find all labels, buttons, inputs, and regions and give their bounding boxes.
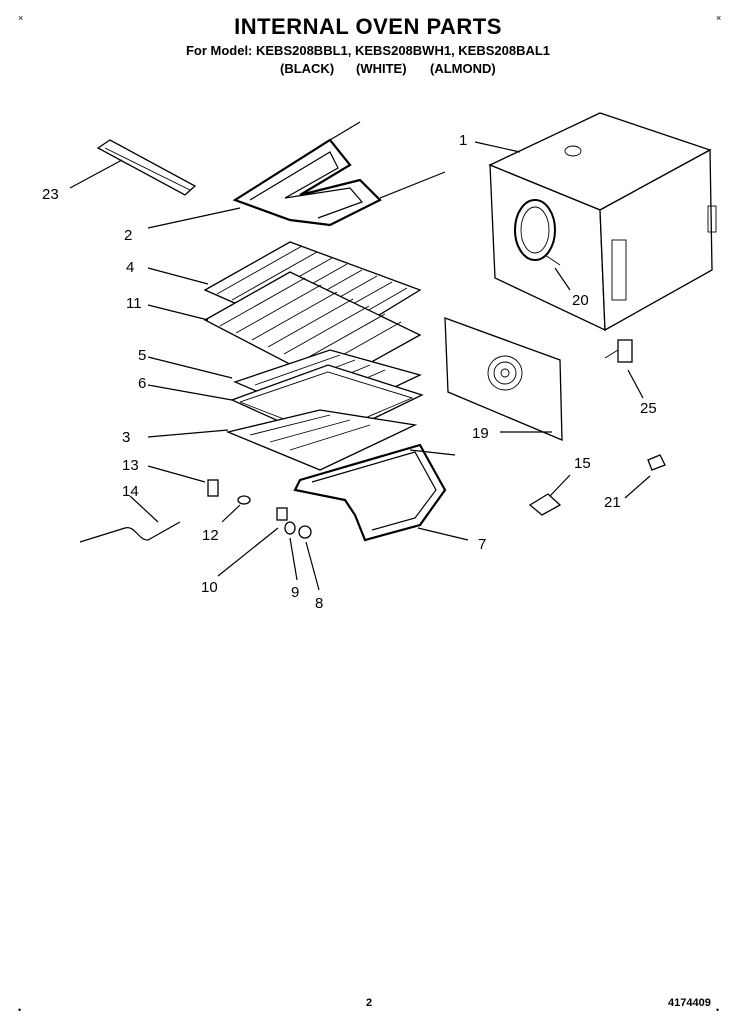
corner-mark-bottom-right: • bbox=[716, 1005, 720, 1015]
callout-numbers: 1 2 3 4 5 6 7 8 9 10 11 12 13 14 15 19 2… bbox=[42, 132, 657, 612]
small-part-21 bbox=[647, 454, 666, 471]
callout-10: 10 bbox=[201, 579, 218, 596]
callout-6: 6 bbox=[138, 375, 146, 392]
color-almond-label: (ALMOND) bbox=[430, 61, 496, 76]
callout-5: 5 bbox=[138, 347, 146, 364]
page-title: INTERNAL OVEN PARTS bbox=[234, 14, 502, 39]
callout-8: 8 bbox=[315, 595, 323, 612]
leader-lines bbox=[69, 141, 651, 591]
callout-2: 2 bbox=[124, 227, 132, 244]
callout-19: 19 bbox=[472, 425, 489, 442]
callout-15: 15 bbox=[574, 455, 591, 472]
bracket-strip-part bbox=[96, 139, 197, 196]
color-white-label: (WHITE) bbox=[356, 61, 407, 76]
callout-23: 23 bbox=[42, 186, 59, 203]
callout-20: 20 bbox=[572, 292, 589, 309]
page-number: 2 bbox=[366, 997, 373, 1009]
bottom-tray-part bbox=[225, 409, 418, 471]
small-part-25 bbox=[604, 339, 633, 363]
corner-mark-bottom-left: • bbox=[18, 1005, 22, 1015]
callout-1: 1 bbox=[459, 132, 467, 149]
model-list: For Model: KEBS208BBL1, KEBS208BWH1, KEB… bbox=[185, 43, 551, 58]
small-part-15 bbox=[528, 493, 562, 516]
small-part-9 bbox=[284, 521, 296, 535]
callout-13: 13 bbox=[122, 457, 139, 474]
callout-3: 3 bbox=[122, 429, 130, 446]
rear-fan-panel-part bbox=[444, 317, 563, 441]
callout-14: 14 bbox=[122, 483, 139, 500]
corner-mark-top-left: × bbox=[18, 13, 24, 23]
small-part-13 bbox=[207, 479, 219, 497]
lower-rack-part bbox=[203, 271, 422, 386]
oven-cavity-part bbox=[488, 112, 717, 332]
small-part-14 bbox=[79, 521, 181, 543]
callout-4: 4 bbox=[126, 259, 134, 276]
bake-element-part bbox=[293, 443, 456, 542]
callout-25: 25 bbox=[640, 400, 657, 417]
small-part-12 bbox=[237, 495, 251, 505]
corner-mark-top-right: × bbox=[716, 13, 722, 23]
small-part-8 bbox=[298, 525, 312, 539]
small-part-10 bbox=[276, 507, 288, 521]
callout-9: 9 bbox=[291, 584, 299, 601]
callout-12: 12 bbox=[202, 527, 219, 544]
callout-7: 7 bbox=[478, 536, 486, 553]
broil-element-part bbox=[232, 121, 446, 227]
color-black-label: (BLACK) bbox=[280, 61, 335, 76]
callout-21: 21 bbox=[604, 494, 621, 511]
callout-11: 11 bbox=[126, 295, 142, 312]
document-number: 4174409 bbox=[668, 997, 711, 1009]
